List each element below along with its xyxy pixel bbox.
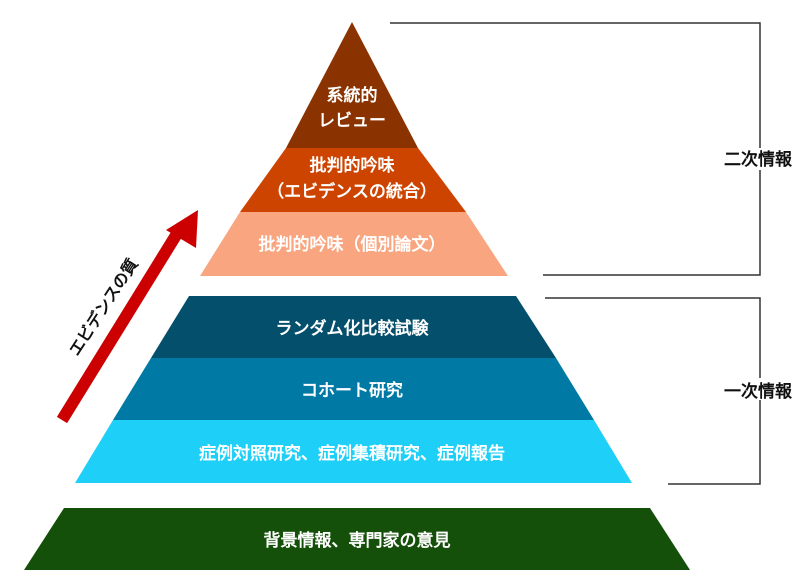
layer-case-studies <box>75 420 632 483</box>
layer-label: （エビデンスの統合） <box>267 181 437 202</box>
secondary-info-label: 二次情報 <box>724 149 793 170</box>
layer-label: コホート研究 <box>301 380 403 401</box>
layer-label: 症例対照研究、症例集積研究、症例報告 <box>199 443 505 464</box>
quality-arrow-icon <box>56 210 198 424</box>
layer-critical-appraisal-synthesis <box>240 148 466 212</box>
layer-label: 批判的吟味 <box>310 155 395 176</box>
layer-label: 背景情報、専門家の意見 <box>264 530 451 551</box>
primary-bracket <box>668 400 761 485</box>
layer-background-expert-opinion <box>24 508 690 570</box>
primary-bracket <box>545 297 761 378</box>
layer-cohort <box>113 358 594 420</box>
layer-label: 系統的 <box>327 85 378 106</box>
secondary-bracket <box>543 170 761 276</box>
layer-rct <box>151 296 556 358</box>
layer-label: ランダム化比較試験 <box>276 318 430 339</box>
layer-label: 批判的吟味（個別論文） <box>259 234 446 255</box>
layer-label: レビュー <box>318 111 386 131</box>
secondary-bracket <box>390 22 761 148</box>
primary-info-label: 一次情報 <box>724 381 793 402</box>
layer-critical-appraisal-individual <box>200 212 508 276</box>
layer-systematic-review <box>286 22 418 148</box>
